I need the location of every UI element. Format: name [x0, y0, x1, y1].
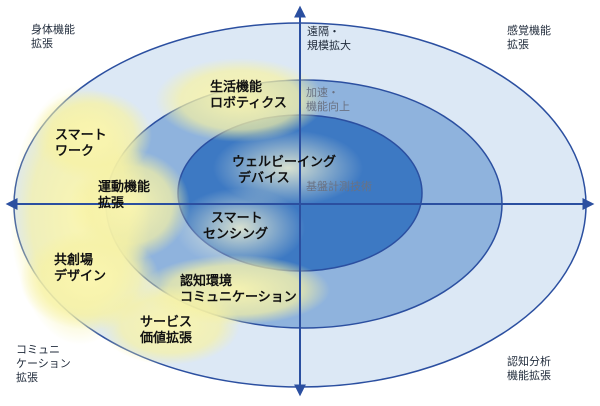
label-communication-extension: コミュニ ケーション 拡張: [16, 343, 71, 384]
label-sensory-extension: 感覚機能 拡張: [507, 24, 551, 51]
label-remote-scale: 遠隔・ 規模拡大: [307, 25, 351, 52]
label-wellbeing-device: ウェルビーイング デバイス: [232, 155, 337, 187]
label-smart-work: スマート ワーク: [55, 128, 107, 160]
label-physical-extension: 身体機能 拡張: [31, 23, 75, 50]
label-base-measurement: 基盤計測技術: [306, 180, 372, 193]
glow-cognitive-env: [140, 255, 330, 325]
label-co-creation-design: 共創場 デザイン: [54, 253, 107, 285]
label-cognitive-environment: 認知環境 コミュニケーション: [180, 274, 297, 306]
label-acceleration: 加速・ 機能向上: [306, 86, 350, 113]
label-motor-extension: 運動機能 拡張: [98, 180, 151, 212]
glow-wellbeing: [213, 130, 363, 206]
glow-life-robotics: [155, 58, 325, 142]
label-cognitive-analysis: 認知分析 機能拡張: [507, 355, 551, 382]
label-life-robotics: 生活機能 ロボティクス: [210, 80, 287, 112]
label-service-value: サービス 価値拡張: [140, 315, 193, 347]
label-smart-sensing: スマート センシング: [203, 211, 269, 243]
